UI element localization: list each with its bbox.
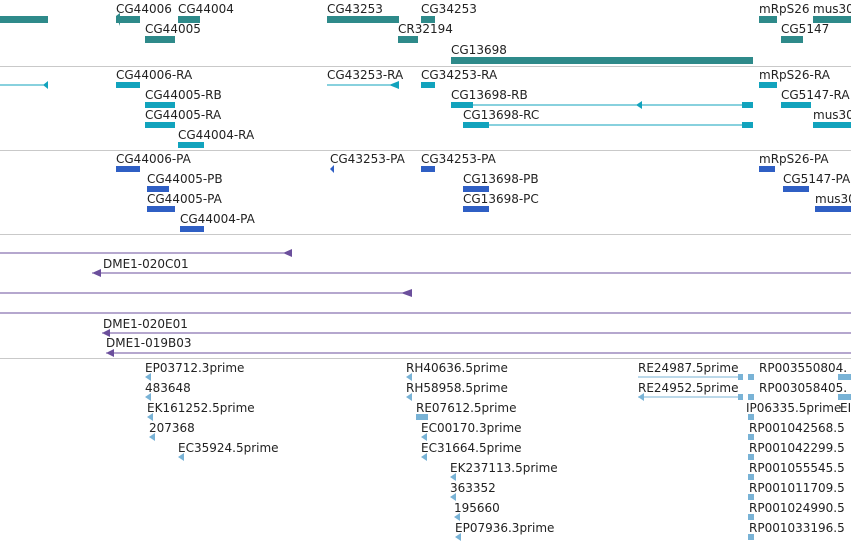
est-label[interactable]: IP06335.5prime bbox=[746, 401, 842, 415]
transcript-label[interactable]: CG44005-RA bbox=[145, 108, 222, 122]
protein-label[interactable]: CG44004-PA bbox=[180, 212, 255, 226]
protein-label[interactable]: CG5147-PA bbox=[783, 172, 851, 186]
est-label[interactable]: EP07936.3prime bbox=[455, 521, 555, 535]
est-label[interactable]: 483648 bbox=[145, 381, 191, 395]
est-label[interactable]: RP001033196.5 bbox=[749, 521, 845, 535]
gene-track bbox=[0, 0, 851, 66]
clone-track bbox=[0, 235, 851, 358]
est-label[interactable]: RE07612.5prime bbox=[416, 401, 517, 415]
clone-label[interactable]: DME1-019B03 bbox=[106, 336, 192, 350]
est-label[interactable]: RP003058405. bbox=[759, 381, 848, 395]
est-label[interactable]: RP001024990.5 bbox=[749, 501, 845, 515]
gene-bar[interactable] bbox=[813, 16, 851, 23]
gene-bar[interactable] bbox=[451, 57, 753, 64]
gene-bar[interactable] bbox=[145, 36, 175, 43]
est-label[interactable]: RE24952.5prime bbox=[638, 381, 739, 395]
gene-bar[interactable] bbox=[116, 16, 140, 23]
protein-track bbox=[0, 151, 851, 234]
gene-bar[interactable] bbox=[0, 16, 48, 23]
gene-bar[interactable] bbox=[759, 16, 777, 23]
gene-label[interactable]: CG44005 bbox=[145, 22, 201, 36]
est-label[interactable]: EI bbox=[840, 401, 851, 415]
est-label[interactable]: RP001042299.5 bbox=[749, 441, 845, 455]
track-divider bbox=[0, 358, 851, 359]
protein-label[interactable]: mus30 bbox=[815, 192, 851, 206]
protein-label[interactable]: CG43253-PA bbox=[330, 152, 405, 166]
est-track bbox=[0, 359, 851, 542]
gene-label[interactable]: CG43253 bbox=[327, 2, 383, 16]
gene-label[interactable]: mus30 bbox=[813, 2, 851, 16]
clone-label[interactable]: DME1-020E01 bbox=[103, 317, 188, 331]
transcript-label[interactable]: CG34253-RA bbox=[421, 68, 498, 82]
track-divider bbox=[0, 66, 851, 67]
est-label[interactable]: RH58958.5prime bbox=[406, 381, 508, 395]
est-label[interactable]: EK237113.5prime bbox=[450, 461, 558, 475]
est-label[interactable]: RP001042568.5 bbox=[749, 421, 845, 435]
gene-bar[interactable] bbox=[421, 16, 435, 23]
track-divider bbox=[0, 234, 851, 235]
transcript-label[interactable]: CG5147-RA bbox=[781, 88, 850, 102]
transcript-label[interactable]: mus30 bbox=[813, 108, 851, 122]
gene-bar[interactable] bbox=[398, 36, 418, 43]
gene-bar[interactable] bbox=[327, 16, 399, 23]
gene-label[interactable]: CG44006 bbox=[116, 2, 172, 16]
est-label[interactable]: RP003550804. bbox=[759, 361, 848, 375]
transcript-label[interactable]: CG13698-RC bbox=[463, 108, 540, 122]
protein-label[interactable]: mRpS26-PA bbox=[759, 152, 829, 166]
gene-label[interactable]: mRpS26 bbox=[759, 2, 810, 16]
est-label[interactable]: EK161252.5prime bbox=[147, 401, 255, 415]
protein-label[interactable]: CG34253-PA bbox=[421, 152, 496, 166]
est-label[interactable]: EC35924.5prime bbox=[178, 441, 279, 455]
gene-label[interactable]: CG44004 bbox=[178, 2, 234, 16]
transcript-label[interactable]: CG43253-RA bbox=[327, 68, 404, 82]
gene-bar[interactable] bbox=[116, 13, 120, 26]
track-divider bbox=[0, 150, 851, 151]
protein-label[interactable]: CG44005-PA bbox=[147, 192, 222, 206]
protein-label[interactable]: CG13698-PC bbox=[463, 192, 539, 206]
gene-label[interactable]: CG5147 bbox=[781, 22, 830, 36]
est-label[interactable]: 363352 bbox=[450, 481, 496, 495]
est-label[interactable]: RP001055545.5 bbox=[749, 461, 845, 475]
gene-label[interactable]: CG34253 bbox=[421, 2, 477, 16]
transcript-label[interactable]: CG44005-RB bbox=[145, 88, 222, 102]
transcript-label[interactable]: CG13698-RB bbox=[451, 88, 528, 102]
est-glyphs bbox=[145, 373, 851, 541]
gene-label[interactable]: CG13698 bbox=[451, 43, 507, 57]
transcript-glyphs bbox=[0, 81, 851, 148]
est-label[interactable]: RP001011709.5 bbox=[749, 481, 845, 495]
transcript-label[interactable]: mRpS26-RA bbox=[759, 68, 830, 82]
est-label[interactable]: EP03712.3prime bbox=[145, 361, 245, 375]
transcript-label[interactable]: CG44006-RA bbox=[116, 68, 193, 82]
gene-bar[interactable] bbox=[781, 36, 803, 43]
protein-label[interactable]: CG44006-PA bbox=[116, 152, 191, 166]
gene-bar[interactable] bbox=[178, 16, 200, 23]
est-label[interactable]: EC00170.3prime bbox=[421, 421, 522, 435]
transcript-label[interactable]: CG44004-RA bbox=[178, 128, 255, 142]
protein-label[interactable]: CG13698-PB bbox=[463, 172, 539, 186]
est-label[interactable]: EC31664.5prime bbox=[421, 441, 522, 455]
protein-label[interactable]: CG44005-PB bbox=[147, 172, 223, 186]
clone-label[interactable]: DME1-020C01 bbox=[103, 257, 189, 271]
est-label[interactable]: 207368 bbox=[149, 421, 195, 435]
gene-label[interactable]: CR32194 bbox=[398, 22, 453, 36]
transcript-track bbox=[0, 67, 851, 150]
est-label[interactable]: RH40636.5prime bbox=[406, 361, 508, 375]
clone-glyphs bbox=[0, 249, 851, 357]
est-label[interactable]: 195660 bbox=[454, 501, 500, 515]
est-label[interactable]: RE24987.5prime bbox=[638, 361, 739, 375]
gene-glyphs bbox=[0, 13, 851, 64]
protein-glyphs bbox=[116, 165, 851, 232]
